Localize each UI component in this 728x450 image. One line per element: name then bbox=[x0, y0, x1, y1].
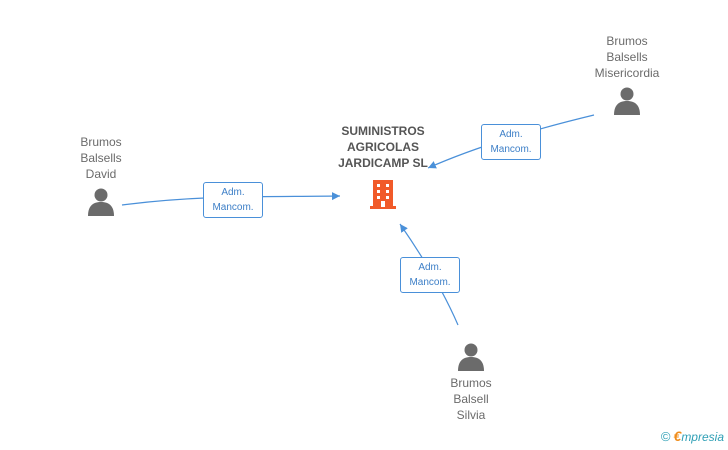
role-line: Mancom. bbox=[212, 202, 254, 213]
role-label-misericordia[interactable]: Adm. Mancom. bbox=[481, 124, 541, 160]
person-icon bbox=[458, 343, 484, 371]
company-name-line: JARDICAMP SL bbox=[338, 156, 428, 170]
person-name-line: Balsells bbox=[606, 50, 648, 64]
person-icon bbox=[614, 87, 640, 115]
person-node-misericordia[interactable]: Brumos Balsells Misericordia bbox=[567, 33, 687, 115]
person-name-line: Balsell bbox=[453, 392, 489, 406]
copyright-icon: © bbox=[660, 429, 671, 444]
person-name-line: Brumos bbox=[450, 376, 492, 390]
person-icon bbox=[88, 188, 114, 216]
person-name-line: Balsells bbox=[80, 151, 122, 165]
person-node-david[interactable]: Brumos Balsells David bbox=[41, 134, 161, 216]
person-name-line: David bbox=[85, 167, 117, 181]
person-node-silvia[interactable]: Brumos Balsell Silvia bbox=[411, 341, 531, 423]
empresia-logo: ©€mpresia bbox=[661, 428, 724, 444]
company-name-line: SUMINISTROS bbox=[341, 124, 425, 138]
company-name-line: AGRICOLAS bbox=[347, 140, 419, 154]
role-line: Adm. bbox=[221, 187, 245, 198]
person-name-line: Silvia bbox=[456, 408, 486, 422]
person-name-line: Brumos bbox=[606, 34, 648, 48]
brand-mark: € bbox=[673, 428, 682, 444]
building-icon bbox=[370, 180, 396, 209]
role-line: Adm. bbox=[418, 262, 442, 273]
company-node[interactable]: SUMINISTROS AGRICOLAS JARDICAMP SL bbox=[313, 123, 453, 211]
role-line: Mancom. bbox=[409, 277, 451, 288]
role-label-david[interactable]: Adm. Mancom. bbox=[203, 182, 263, 218]
role-label-silvia[interactable]: Adm. Mancom. bbox=[400, 257, 460, 293]
person-name-line: Misericordia bbox=[594, 66, 660, 80]
person-name-line: Brumos bbox=[80, 135, 122, 149]
role-line: Adm. bbox=[499, 129, 523, 140]
role-line: Mancom. bbox=[490, 144, 532, 155]
brand-name: mpresia bbox=[681, 430, 724, 444]
